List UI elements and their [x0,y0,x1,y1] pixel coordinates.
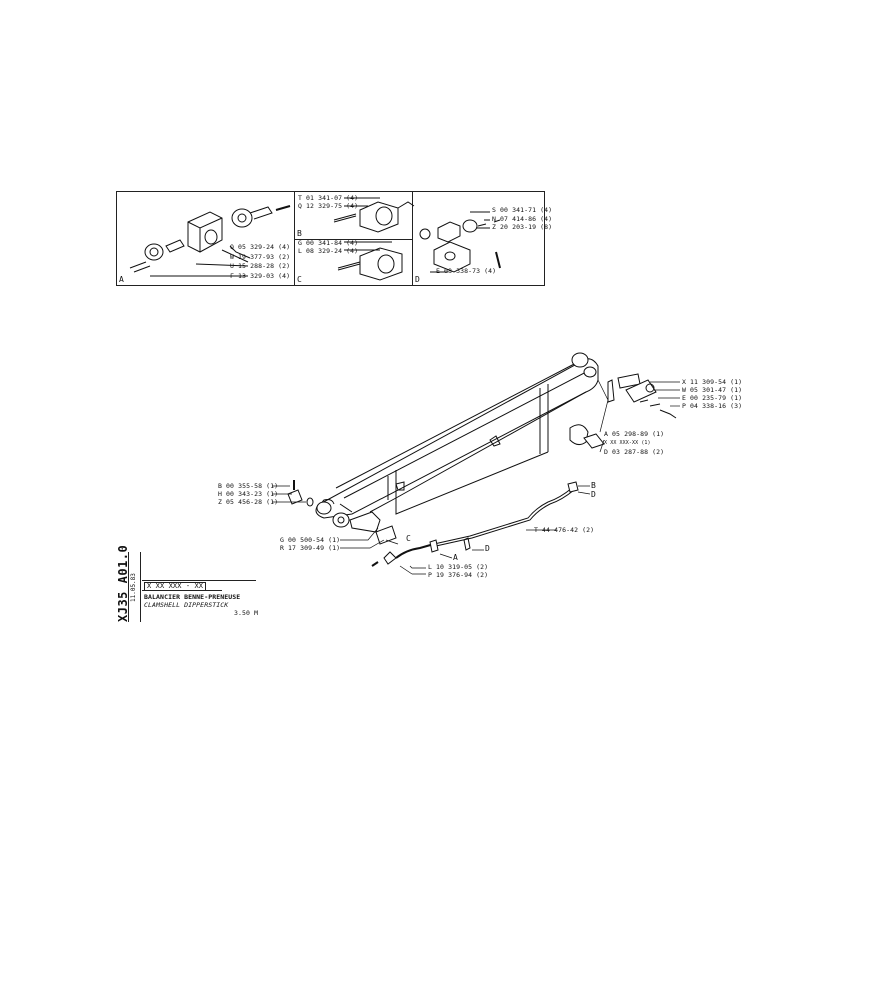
part-label: Z 05 456-28 (1) [218,498,279,506]
part-label: W 05 301-47 (1) [682,386,743,394]
part-label: L 10 319-05 (2) [428,563,489,571]
date-column: 11.05.83 [128,552,141,622]
reference-code: X XX XXX - XX [144,582,207,591]
right-pin-assembly [607,373,677,419]
part-label: W 19 377-93 (2) [230,253,291,261]
part-label: H 00 343-23 (1) [218,490,279,498]
panel-letter-c: C [297,275,302,284]
part-label: G 00 500-54 (1) [280,536,341,544]
panel-divider [295,239,412,240]
title-english: CLAMSHELL DIPPERSTICK [144,601,229,609]
callout-b: B [591,481,596,490]
panel-a-parts [129,205,291,277]
part-label: P 19 376-94 (2) [428,571,489,579]
part-label: A 05 298-89 (1) [604,430,665,438]
callout-a: A [453,553,458,562]
drawing-date: 11.05.83 [130,573,137,602]
detail-panel-d: D [413,192,544,285]
part-label: P 04 338-16 (3) [682,402,743,410]
part-label: F 13 329-03 (4) [230,272,291,280]
callout-d: D [591,490,596,499]
panel-bc-parts [333,197,415,281]
title-french: BALANCIER BENNE-PRENEUSE [144,593,241,601]
part-label: U 15 288-28 (2) [230,262,291,270]
panel-letter-b: B [297,229,302,238]
part-label: E 08 338-73 (4) [436,267,497,275]
part-label: G 00 341-84 (4) [298,239,359,247]
panel-letter-d: D [415,275,420,284]
code-column: XJ35 A01.0 [116,545,130,622]
part-label: S 00 341-71 (4) [492,206,553,214]
part-label: L 08 329-24 (4) [298,247,359,255]
detail-panels-box: A B C D [116,191,545,286]
callout-c: C [406,534,411,543]
panel-d-parts [419,211,501,273]
part-label: Q 05 329-24 (4) [230,243,291,251]
left-pin-items [287,480,397,545]
panel-letter-a: A [119,275,124,284]
part-label: B 00 355-58 (1) [218,482,279,490]
dipperstick-boom [315,352,605,528]
part-label: Q 12 329-75 (4) [298,202,359,210]
callout-d: D [485,544,490,553]
title-divider [142,580,256,581]
part-label: T 01 341-07 (4) [298,194,359,202]
hose-assembly [371,481,579,567]
detail-panel-a: A [117,192,295,285]
part-label: X 11 309-54 (1) [682,378,743,386]
title-block: XJ35 A01.0 11.05.83 X XX XXX - XX BALANC… [116,545,259,622]
detail-panel-bc: B C [295,192,413,285]
length-spec: 3.50 M [234,609,259,617]
part-label: E 00 235-79 (1) [682,394,743,402]
part-label: D 03 287-88 (2) [604,448,665,456]
part-label: Z 20 203-19 (8) [492,223,553,231]
part-label: T 44 476-42 (2) [534,526,595,534]
part-label: X XX XXX-XX (1) [604,440,651,446]
leader-lines [272,379,680,575]
part-label: N 07 414-86 (4) [492,215,553,223]
part-label: R 17 309-49 (1) [280,544,341,552]
